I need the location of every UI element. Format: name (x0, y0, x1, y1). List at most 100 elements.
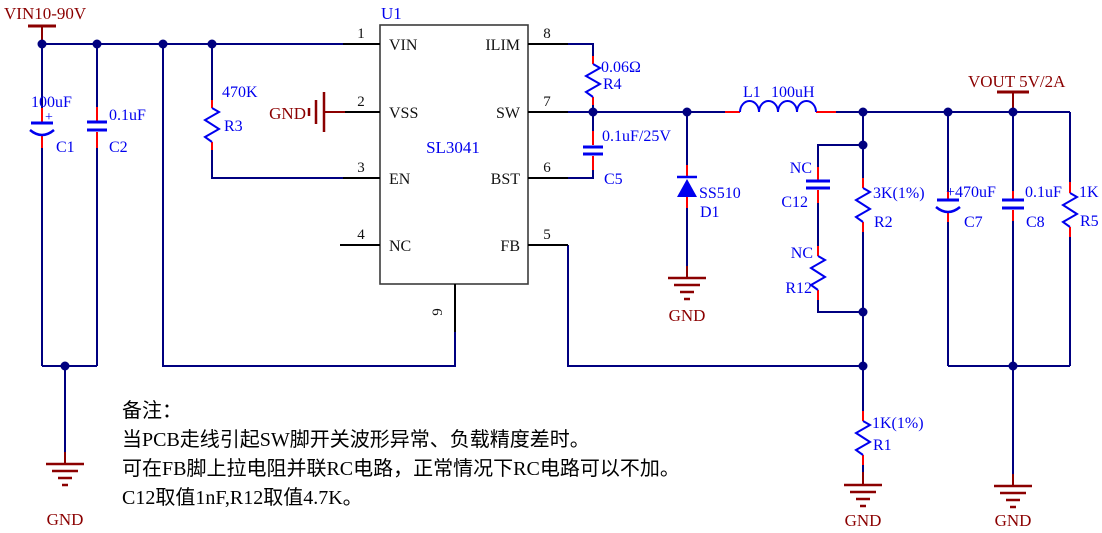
notes-block: 备注： 当PCB走线引起SW脚开关波形异常、负载精度差时。 可在FB脚上拉电阻并… (122, 399, 680, 509)
ic-u1 (340, 24, 568, 332)
junction-dot (207, 39, 217, 49)
junction-dot (682, 107, 692, 117)
d1-refdes-label: D1 (700, 204, 720, 221)
c7-capacitor-curved-plate (935, 206, 961, 214)
vss-gnd-symbol (307, 92, 326, 132)
c12-refdes-label: C12 (781, 194, 808, 211)
c7-refdes-label: C7 (964, 214, 983, 231)
junction-dots (37, 39, 1018, 371)
l1-inductor-symbol (739, 100, 817, 113)
l1-refdes-label: L1 (743, 84, 761, 101)
note-line-3: C12取值1nF,R12取值4.7K。 (122, 486, 363, 509)
junction-dot (858, 307, 868, 317)
d1-value-label: SS510 (699, 185, 741, 202)
pin5-name: FB (500, 238, 520, 255)
u1-part-label: SL3041 (426, 138, 480, 157)
r5-resistor-symbol (1061, 192, 1080, 228)
wire-r3-branch (211, 44, 343, 179)
note-line-1: 当PCB走线引起SW脚开关波形异常、负载精度差时。 (122, 428, 590, 451)
l1-value-label: 100uH (771, 84, 815, 101)
c8-value-label: 0.1uF (1025, 184, 1062, 201)
wire-pin9-route (162, 44, 456, 367)
r3-refdes-label: R3 (224, 118, 243, 135)
pin2-name: VSS (389, 105, 418, 122)
r5-value-label: 1K (1079, 184, 1099, 201)
pin1-name: VIN (389, 37, 418, 54)
c7-value-label: +470uF (946, 184, 996, 201)
r2-value-label: 3K(1%) (873, 185, 925, 202)
c2-refdes-label: C2 (109, 139, 128, 156)
d1-anode-triangle (677, 179, 697, 197)
right-gnd-symbol (994, 484, 1032, 509)
pin5-number: 5 (543, 227, 551, 243)
r3-value-label: 470K (222, 84, 258, 101)
junction-dot (92, 39, 102, 49)
r2-refdes-label: R2 (874, 214, 893, 231)
vin-label: VIN10-90V (4, 4, 87, 23)
r12-resistor-symbol (809, 255, 828, 291)
r4-value-label: 0.06Ω (601, 59, 641, 76)
vout-label: VOUT 5V/2A (968, 72, 1066, 91)
c12-nc-label: NC (790, 160, 812, 177)
r2-resistor-symbol (854, 187, 873, 223)
pin8-number: 8 (543, 26, 551, 42)
r4-resistor-symbol (583, 63, 603, 98)
c1-refdes-label: C1 (56, 139, 75, 156)
r1-value-label: 1K(1%) (872, 415, 924, 432)
c1-value-label: 100uF (31, 94, 72, 111)
u1-refdes-label: U1 (381, 4, 402, 23)
c8-capacitor-symbol (1002, 198, 1024, 210)
c2-capacitor-symbol (87, 120, 107, 132)
c1-capacitor-curved-plate (29, 129, 55, 137)
d1-gnd-label: GND (669, 306, 706, 325)
pin6-name: BST (491, 171, 521, 188)
pin6-number: 6 (543, 160, 551, 176)
wire-right-gnd-tie (948, 365, 1070, 474)
wire-c5-branch (568, 112, 594, 179)
pin7-number: 7 (543, 94, 551, 110)
pin4-number: 4 (357, 227, 365, 243)
wires (41, 43, 1071, 474)
pin1-number: 1 (357, 26, 365, 42)
junction-dot (588, 107, 598, 117)
c8-refdes-label: C8 (1026, 214, 1045, 231)
c12-capacitor-symbol (806, 179, 830, 190)
r1-resistor-symbol (854, 420, 873, 456)
junction-dot (858, 361, 868, 371)
r12-nc-label: NC (791, 245, 813, 262)
wire-fb-route (567, 245, 863, 367)
pin9-number: 9 (430, 308, 446, 316)
ic-pin-stubs (340, 43, 568, 332)
pin3-number: 3 (357, 160, 365, 176)
ic-body (379, 24, 529, 285)
c1-plus-mark: + (45, 110, 53, 125)
junction-dot (943, 107, 953, 117)
d1-gnd-symbol (668, 276, 706, 301)
junction-dot (1008, 107, 1018, 117)
terminal-stubs (41, 56, 1071, 465)
c5-capacitor-symbol (583, 145, 603, 156)
component-symbols (29, 63, 1080, 456)
junction-dot (858, 107, 868, 117)
c5-refdes-label: C5 (604, 171, 623, 188)
left-gnd-symbol (46, 462, 84, 487)
right-gnd-label: GND (995, 511, 1032, 530)
pin2-number: 2 (357, 94, 365, 110)
junction-dot (858, 140, 868, 150)
note-title: 备注： (122, 399, 182, 422)
junction-dot (158, 39, 168, 49)
r4-refdes-label: R4 (603, 76, 622, 93)
left-gnd-label: GND (47, 510, 84, 529)
r5-refdes-label: R5 (1080, 213, 1099, 230)
pin4-name: NC (389, 238, 411, 255)
wire-left-gnd-tie (42, 365, 97, 452)
r3-resistor-symbol (203, 107, 222, 143)
r1-gnd-symbol (844, 483, 882, 508)
pin3-name: EN (389, 171, 411, 188)
note-line-2: 可在FB脚上拉电阻并联RC电路，正常情况下RC电路可以不加。 (122, 457, 680, 480)
power-symbols (28, 24, 1032, 509)
vss-gnd-label: GND (269, 104, 306, 123)
pin7-name: SW (496, 105, 521, 122)
